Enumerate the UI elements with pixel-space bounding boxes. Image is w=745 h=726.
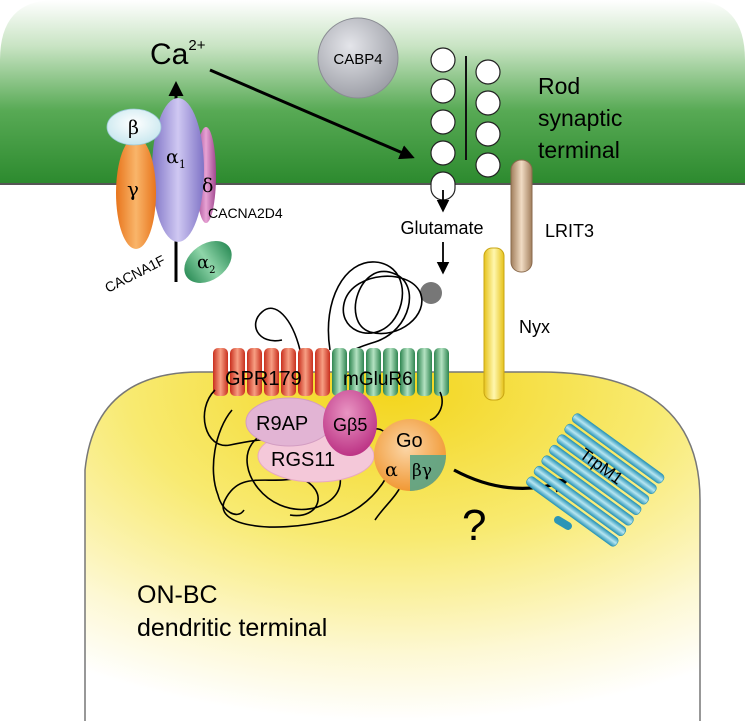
channel-beta-subunit [106, 108, 162, 146]
cabp4-label: CABP4 [333, 51, 382, 68]
cabp4-protein [317, 17, 399, 99]
ca-to-vesicle-arrow [209, 68, 415, 160]
gpr179-helix [247, 348, 262, 396]
mglur6-helix [383, 348, 398, 396]
trpm1-helix [556, 434, 650, 505]
nyx-label: Nyx [519, 317, 550, 337]
cacna2d4-label: CACNA2D4 [208, 205, 283, 221]
rod-terminal-label-line3: terminal [538, 137, 620, 163]
go-betagamma-label: βγ [412, 461, 432, 481]
gpr179-helix [213, 348, 228, 396]
gpr179-label: GPR179 [225, 368, 302, 390]
delta-subunit-label: δ [202, 175, 213, 197]
gpr179-helix [298, 348, 313, 396]
go-betagamma-subunit [410, 455, 446, 491]
channel-alpha2-subunit [184, 241, 232, 283]
trpm1-channel: TrpM1 [526, 413, 665, 547]
rod-terminal-label-line1: Rod [538, 73, 580, 99]
glutamate-molecule [420, 282, 442, 304]
mglur6-c-tail [429, 391, 443, 421]
gamma-subunit-label: γ [127, 177, 139, 201]
mglur6-helix [417, 348, 432, 396]
beta-subunit-label: β [128, 117, 139, 139]
channel-alpha1-subunit [152, 98, 204, 242]
rgs11-tail [212, 409, 245, 516]
gpr179-extracellular-domain [254, 307, 301, 351]
gpr179-helix [230, 348, 245, 396]
cacna1f-label: CACNA1F [102, 252, 167, 296]
trpm1-helix [572, 413, 665, 484]
unknown-link-question-mark: ? [462, 501, 486, 550]
vesicle-fusion-pore [430, 171, 456, 201]
mglur6-helix [349, 348, 364, 396]
lrit3-protein [510, 159, 533, 273]
trpm1-helix [541, 455, 634, 526]
on-bc-label-line1: ON-BC [137, 581, 218, 609]
channel-gamma-subunit [116, 137, 156, 249]
mglur6-helix [434, 348, 449, 396]
gpr179-helix [264, 348, 279, 396]
mglur6-helix [332, 348, 347, 396]
trpm1-helices [526, 413, 665, 547]
alpha2-subunit-label: α2 [197, 252, 216, 276]
trpm1-tail [554, 516, 572, 530]
mglur6-helix [366, 348, 381, 396]
mglur6-extracellular-domain [327, 261, 423, 354]
glutamate-label: Glutamate [400, 218, 483, 238]
trpm1-helix [549, 444, 642, 516]
gpr179-helix [281, 348, 296, 396]
r9ap-label: R9AP [256, 413, 308, 435]
alpha1-subunit-label: α1 [166, 146, 186, 171]
go-alpha-label: α [385, 459, 398, 481]
rod-terminal-label-line2: synaptic [538, 105, 622, 131]
trpm1-helix [526, 476, 619, 547]
gb5-protein [323, 390, 377, 456]
go-label: Go [396, 430, 423, 452]
trpm1-helix [533, 465, 627, 537]
trpm1-helix [564, 423, 657, 494]
gpr179-helix [315, 348, 330, 396]
mglur6-helix [400, 348, 415, 396]
nyx-protein [483, 247, 505, 401]
mglur6-label: mGluR6 [343, 369, 413, 390]
receptor-transmembrane-helices [213, 348, 449, 396]
calcium-ion-label: Ca2+ [150, 37, 206, 71]
on-bc-label-line2: dendritic terminal [137, 614, 327, 642]
rgs11-label: RGS11 [271, 449, 335, 471]
gb5-label: Gβ5 [333, 415, 367, 435]
lrit3-label: LRIT3 [545, 221, 594, 241]
on-bc-membrane-line [84, 371, 701, 721]
synaptic-vesicles [430, 47, 501, 178]
